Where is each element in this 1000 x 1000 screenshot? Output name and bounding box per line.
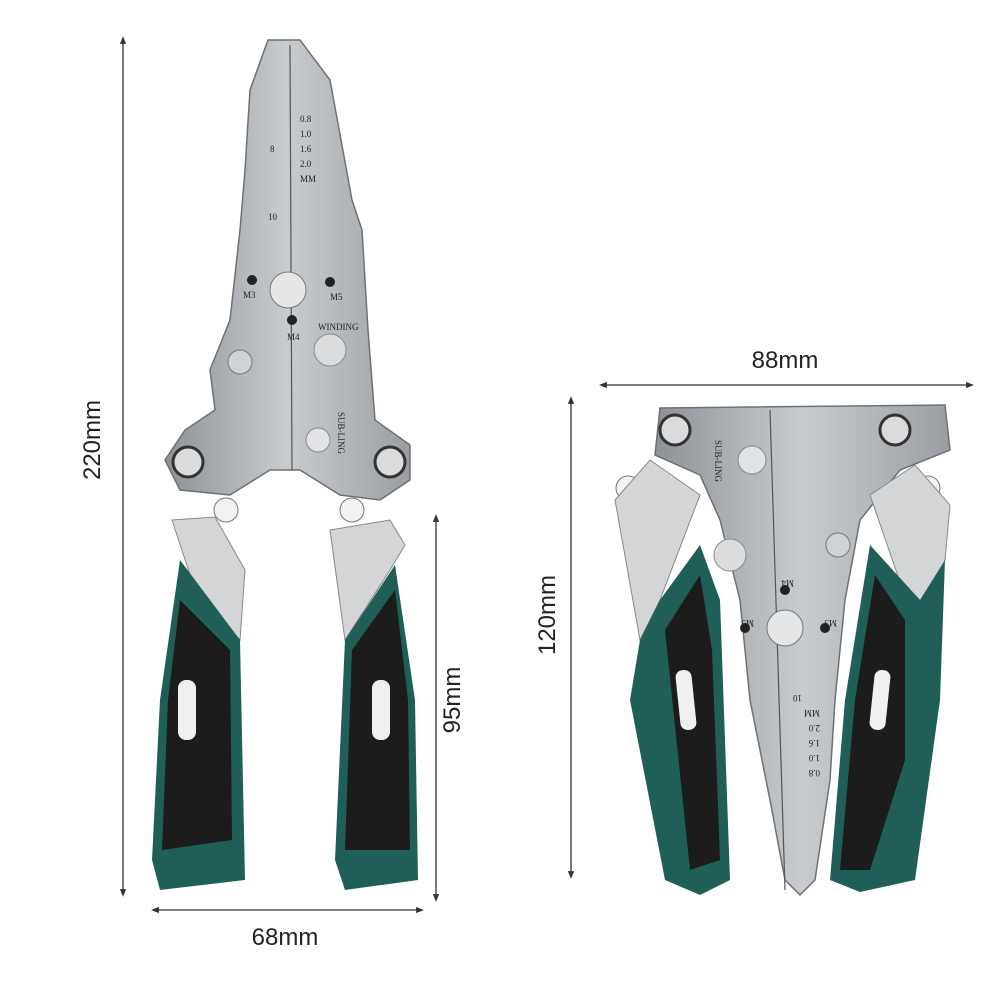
marking-gauge-1.6: 1.6	[300, 144, 312, 154]
open-marking-brand: SUB-LING	[713, 440, 723, 482]
right-handle-grey	[329, 519, 406, 642]
marking-m5: M5	[330, 292, 343, 302]
open-marking-gauge-mm: MM	[804, 708, 820, 718]
open-marking-m3: M3	[824, 618, 837, 628]
label-88mm: 88mm	[752, 347, 819, 374]
marking-gauge-1.0: 1.0	[300, 129, 312, 139]
open-marking-m4: M4	[781, 578, 794, 588]
jaw-head	[164, 39, 411, 501]
marking-brand: SUB-LING	[336, 412, 346, 454]
label-220mm: 220mm	[79, 400, 106, 480]
dimension-lines	[119, 36, 974, 914]
marking-8: 8	[270, 144, 275, 154]
open-marking-gauge-1.6: 1.6	[808, 738, 820, 748]
label-95mm: 95mm	[439, 667, 466, 734]
marking-gauge-2.0: 2.0	[300, 159, 312, 169]
closed-pliers: 0.8 1.0 1.6 2.0 MM 8 10 M3 M5 M4 WINDING…	[152, 39, 418, 890]
open-pliers: 0.8 1.0 1.6 2.0 MM 10 M3 M5 M4 SUB-LING	[614, 404, 951, 897]
open-marking-m5: M5	[741, 618, 754, 628]
marking-10: 10	[268, 212, 278, 222]
open-marking-gauge-1.0: 1.0	[808, 753, 820, 763]
marking-winding: WINDING	[318, 322, 359, 332]
head-plate	[654, 404, 951, 897]
marking-m3: M3	[243, 290, 256, 300]
label-120mm: 120mm	[534, 575, 561, 655]
marking-gauge-mm: MM	[300, 174, 316, 184]
open-marking-gauge-0.8: 0.8	[808, 768, 820, 778]
marking-gauge-0.8: 0.8	[300, 114, 312, 124]
marking-m4: M4	[287, 332, 300, 342]
open-marking-gauge-2.0: 2.0	[808, 723, 820, 733]
label-68mm: 68mm	[252, 924, 319, 951]
open-marking-10: 10	[793, 693, 803, 703]
